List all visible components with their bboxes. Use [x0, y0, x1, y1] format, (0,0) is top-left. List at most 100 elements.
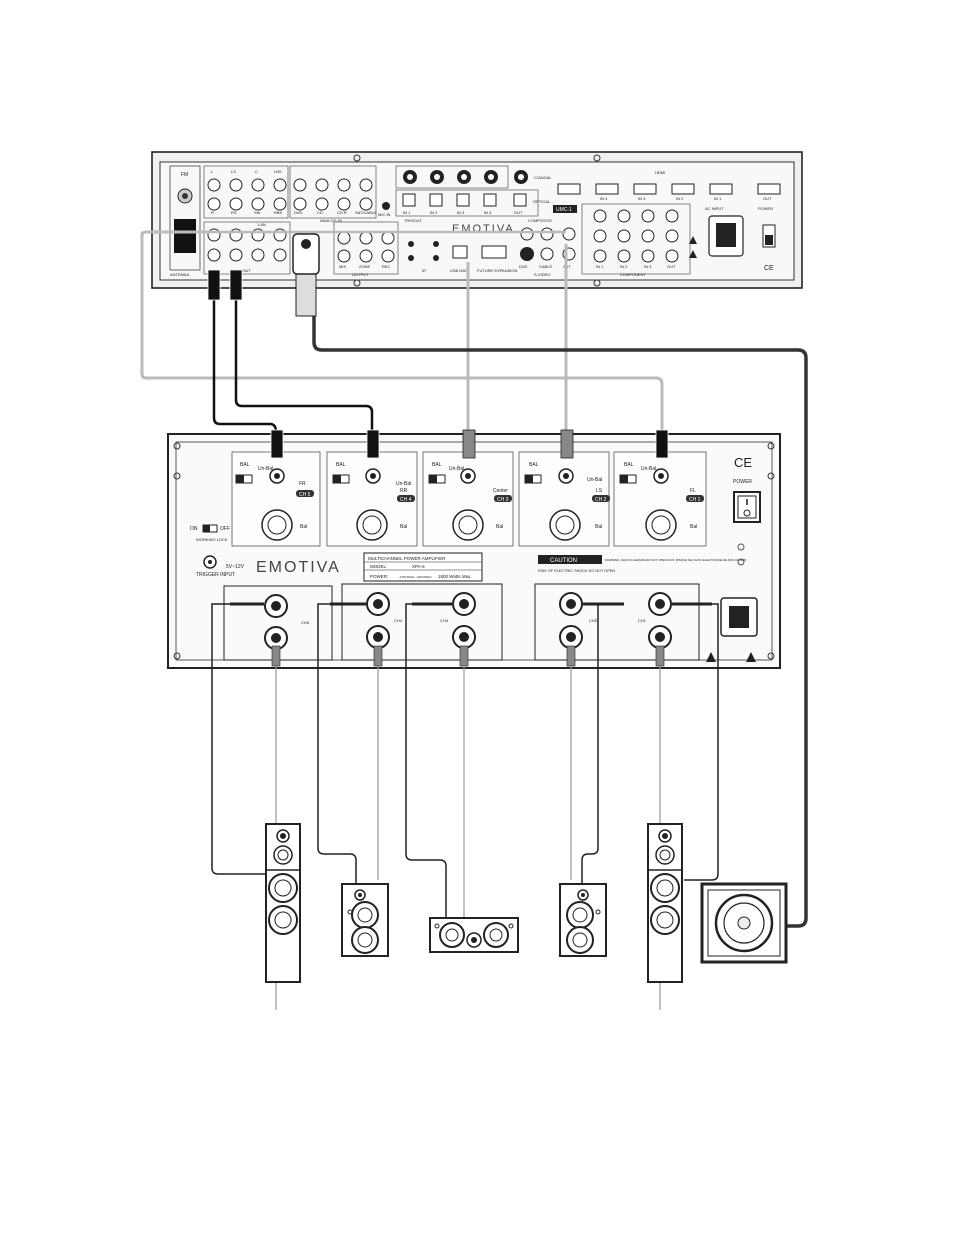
svg-text:~115V/60Hz ~230V/50Hz: ~115V/60Hz ~230V/50Hz — [398, 575, 432, 579]
svg-text:FL: FL — [690, 488, 696, 494]
analog-label-cdr: CD R — [337, 210, 347, 215]
ch-label-rs: RS — [231, 210, 237, 215]
svg-text:POWER:: POWER: — [370, 574, 388, 579]
coaxial-label: COAXIAL — [534, 175, 552, 180]
ch-label-sw: SW — [254, 210, 261, 215]
analog-in-label: ANALOG IN — [320, 218, 342, 223]
svg-text:Bal: Bal — [595, 524, 602, 530]
trigger-voltage: 5V~12V — [226, 564, 245, 570]
hdmi-port-1 — [557, 183, 581, 195]
amp-brand: EMOTIVA — [256, 559, 341, 576]
model-badge — [553, 205, 577, 213]
svg-text:CH 4: CH 4 — [400, 497, 412, 503]
ch-label-c: C — [255, 169, 258, 174]
speaker-front-right-tower — [265, 823, 301, 983]
hdmi-label-out: OUT — [763, 196, 772, 201]
mic-in-label: MIC IN — [378, 212, 391, 217]
output-label-mix: MIX — [339, 264, 346, 269]
component-label-in2: IN 2 — [620, 264, 628, 269]
trigout-label: TRIGOUT — [404, 218, 423, 223]
component-label-in3: IN 3 — [644, 264, 652, 269]
svideo-label: S-VIDEO — [534, 272, 550, 277]
svg-text:Center: Center — [493, 488, 508, 494]
ce-mark-amp: CE — [734, 455, 752, 470]
7ch-out-top-row — [207, 178, 287, 211]
cable-ch4-rr — [234, 270, 374, 452]
svg-text:Un-Bal: Un-Bal — [396, 481, 411, 487]
ir-label: IR — [422, 268, 426, 273]
amp-input-module-3: BAL Un-Bal Center CH 3 Bal — [422, 451, 514, 547]
binding-posts — [264, 592, 672, 650]
optical-label-out: OUT — [514, 210, 523, 215]
optical-label-in1: IN 1 — [403, 210, 411, 215]
xlr-plug-processor — [295, 269, 317, 317]
fm-label: FM — [181, 172, 188, 178]
speaker-center — [429, 917, 519, 953]
am-antenna-terminal — [174, 219, 196, 253]
antenna-label: ANTENNA — [170, 272, 189, 277]
mode-switch-on: ON — [190, 526, 198, 532]
svg-text:BAL: BAL — [529, 462, 539, 468]
svg-text:Un-Bal: Un-Bal — [587, 477, 602, 483]
hdmi-label-in1: IN 1 — [714, 196, 722, 201]
warning-text: WARNING: SHOCK HAZARD-DO NOT OPEN AVIS: … — [605, 558, 747, 562]
processor-power-label: POWER — [758, 206, 773, 211]
usb-label: USB DATA — [450, 268, 470, 273]
output-label-rec: REC — [382, 264, 391, 269]
analog-label-sat: SAT/CABLE — [355, 210, 377, 215]
svg-text:BAL: BAL — [336, 462, 346, 468]
composite-label-cable: CABLE — [539, 264, 552, 269]
svg-text:LS: LS — [596, 488, 603, 494]
ac-input-label: AC INPUT — [705, 206, 724, 211]
cable-subwoofer — [312, 300, 808, 928]
processor-rear-panel: FM ANTENNA L LS C LBS R RS SW RBS — [151, 151, 803, 289]
amp-input-module-2: BAL Un-Bal RR CH 4 Bal — [326, 451, 418, 547]
hdmi-label-in4: IN 4 — [600, 196, 608, 201]
output-label-ch2: CH2 — [589, 618, 598, 623]
analog-in-jacks — [293, 178, 373, 211]
svg-text:BAL: BAL — [624, 462, 634, 468]
hdmi-label-in3: IN 3 — [638, 196, 646, 201]
analog-label-dvd: DVD — [294, 210, 303, 215]
info-plate — [363, 552, 483, 582]
ch-label-l: L — [211, 169, 214, 174]
ch-label-lbs: LBS — [274, 169, 282, 174]
optical-label: OPTICAL — [533, 199, 551, 204]
amp-input-module-1: BAL Un-Bal FR CH 5 Bal — [231, 451, 321, 547]
mode-switch-off: OFF — [220, 526, 230, 532]
svg-text:RR: RR — [400, 488, 408, 494]
mic-in-jack — [382, 202, 390, 210]
optical-label-in3: IN 3 — [457, 210, 465, 215]
model-badge-text: UMC-1 — [556, 207, 572, 213]
svg-text:Bal: Bal — [690, 524, 697, 530]
amp-input-module-5: BAL Un-Bal FL CH 1 Bal — [613, 451, 707, 547]
expansion-label: FUTURE EXPANSION — [477, 268, 517, 273]
svg-text:CAUTION: CAUTION — [550, 558, 577, 564]
output-label-ch1: CH1 — [638, 618, 647, 623]
output-label-ch5: CH5 — [301, 620, 310, 625]
ce-mark-processor: CE — [764, 265, 774, 272]
svg-text:Bal: Bal — [400, 524, 407, 530]
analog-label-cd: CD — [317, 210, 323, 215]
amplifier-rear-panel: BAL Un-Bal FR CH 5 Bal BAL Un-Bal RR CH … — [167, 433, 781, 669]
cable-ch5-fr — [212, 270, 278, 452]
svg-text:Un-Bal: Un-Bal — [449, 466, 464, 472]
caution-text: RISK OF ELECTRIC SHOCK DO NOT OPEN — [538, 569, 615, 573]
component-label: COMPONENT — [620, 272, 647, 277]
lan-label: LAN — [258, 222, 266, 227]
ch-label-ls: LS — [231, 169, 236, 174]
amp-power-label: POWER — [733, 479, 752, 485]
composite-label-dvd: DVD — [519, 264, 528, 269]
caution-banner — [538, 555, 602, 564]
output-label-ch4: CH4 — [394, 618, 403, 623]
svg-text:CH 5: CH 5 — [299, 492, 311, 498]
optical-label-in2: IN 2 — [430, 210, 438, 215]
svg-text:BAL: BAL — [432, 462, 442, 468]
svg-text:CH 1: CH 1 — [689, 497, 701, 503]
output-label-zone: ZONE — [359, 264, 370, 269]
svg-text:MODEL:: MODEL: — [370, 564, 387, 569]
output-label: OUTPUT — [352, 272, 369, 277]
svg-text:BAL: BAL — [240, 462, 250, 468]
hdmi-label: HDMI — [655, 170, 665, 175]
